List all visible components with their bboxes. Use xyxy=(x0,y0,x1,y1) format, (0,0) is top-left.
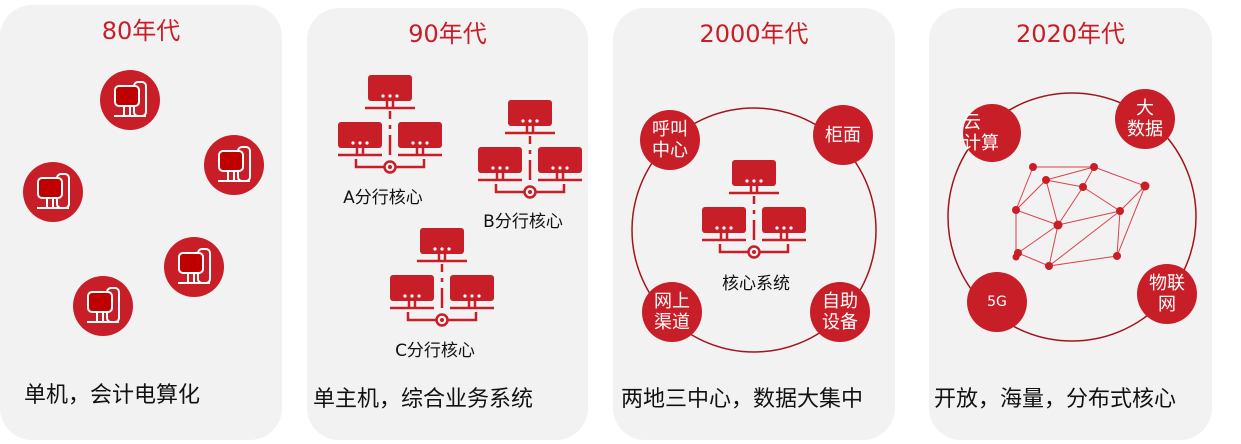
core-diagram xyxy=(631,107,877,353)
node-call-center: 呼叫 中心 xyxy=(640,110,700,170)
network-edges xyxy=(1015,166,1146,267)
node-cloud-computing: 云 计算 xyxy=(963,104,1021,162)
computer-icon xyxy=(73,276,133,336)
node-iot: 物联 网 xyxy=(1137,264,1197,324)
computer-icon xyxy=(204,135,264,195)
server-cluster-icon xyxy=(390,228,494,327)
era-caption: 两地三中心，数据大集中 xyxy=(621,387,864,412)
panel-90s: 90年代 A分行核心 B分行核心 C分行核心 单主机，综合业务系统 xyxy=(307,8,588,440)
ring xyxy=(947,92,1197,342)
core-label: 核心系统 xyxy=(722,274,790,294)
era-caption: 开放，海量，分布式核心 xyxy=(934,387,1177,412)
panel-80s: 80年代 单机，会计电算化 xyxy=(0,5,282,440)
computer-icon xyxy=(164,237,224,297)
panel-2020s: 2020年代 云 计算 大 数据 5G 物联 网 开放，海量，分布式核心 xyxy=(929,8,1212,440)
network-nodes xyxy=(1012,163,1150,270)
era-title: 80年代 xyxy=(101,17,181,45)
node-online-channel: 网上 渠道 xyxy=(642,282,702,342)
branch-label: A分行核心 xyxy=(343,188,423,208)
era-title: 90年代 xyxy=(408,20,487,48)
computer-icon xyxy=(100,70,160,130)
server-cluster-icon xyxy=(702,160,806,259)
server-cluster-icon xyxy=(478,100,582,199)
server-cluster-icon xyxy=(338,75,442,174)
panel-2000s: 2000年代 核心系统 呼叫 中心 柜面 网上 渠道 自助 设备 两地三中心，数… xyxy=(613,8,895,440)
computer-icon xyxy=(23,162,83,222)
node-self-service: 自助 设备 xyxy=(810,282,870,342)
era-title: 2020年代 xyxy=(1015,20,1126,48)
era-caption: 单机，会计电算化 xyxy=(24,383,201,408)
era-title: 2000年代 xyxy=(699,20,809,48)
node-5g: 5G xyxy=(967,272,1027,332)
era-caption: 单主机，综合业务系统 xyxy=(313,387,534,412)
node-big-data: 大 数据 xyxy=(1115,89,1175,149)
branch-label: C分行核心 xyxy=(395,341,475,361)
distributed-network xyxy=(947,92,1197,342)
node-counter: 柜面 xyxy=(813,105,873,165)
ring xyxy=(631,107,877,353)
branch-label: B分行核心 xyxy=(483,212,563,232)
standalone-computers xyxy=(23,70,264,336)
